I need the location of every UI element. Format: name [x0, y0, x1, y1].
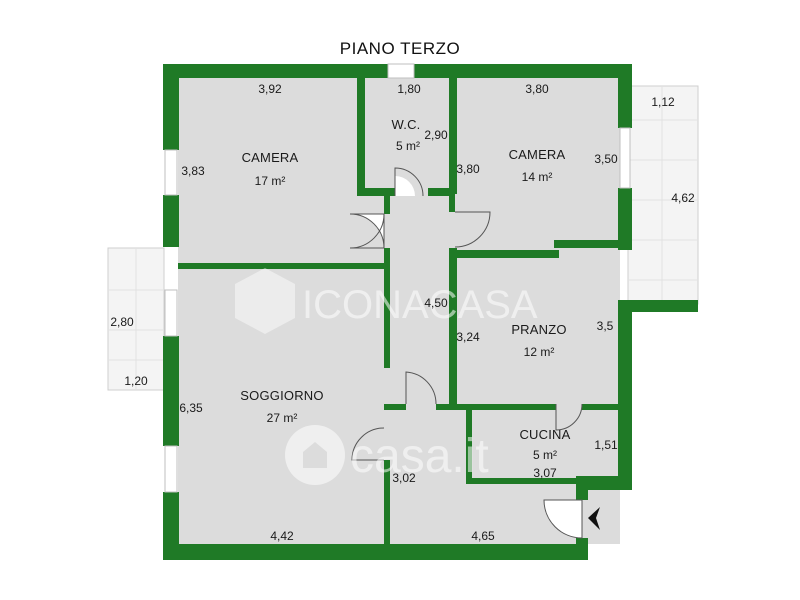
top-window: [387, 63, 415, 79]
watermark-casa-it: casa.it: [285, 425, 489, 485]
watermark-brand2: casa.it: [350, 430, 489, 483]
floor-area: [178, 78, 620, 544]
cube-logo-icon: [235, 268, 295, 334]
room-soggiorno-name: SOGGIORNO: [240, 388, 323, 403]
windows-left: [164, 127, 631, 493]
room-pranzo-area: 12 m²: [524, 345, 555, 359]
room-camera2-area: 14 m²: [522, 170, 553, 184]
room-camera1-name: CAMERA: [242, 150, 299, 165]
room-soggiorno-area: 27 m²: [267, 411, 298, 425]
outer-walls: [163, 64, 698, 560]
room-wc-name: W.C.: [392, 117, 421, 132]
dim-label: 4,42: [270, 529, 294, 543]
room-camera2-name: CAMERA: [509, 147, 566, 162]
room-cucina-name: CUCINA: [519, 427, 570, 442]
room-pranzo-name: PRANZO: [511, 322, 566, 337]
dim-label: 3,5: [597, 319, 614, 333]
dim-label: 3,92: [258, 82, 282, 96]
dim-label: 4,62: [671, 191, 695, 205]
plan-title: PIANO TERZO: [340, 39, 460, 58]
doors: [349, 167, 583, 539]
interior-walls: [178, 78, 622, 544]
dim-label: 3,80: [456, 162, 480, 176]
dim-label: 3,07: [533, 466, 557, 480]
dim-label: 4,50: [424, 296, 448, 310]
dim-label: 6,35: [179, 401, 203, 415]
room-camera1-area: 17 m²: [255, 174, 286, 188]
terrace-right: [627, 85, 699, 305]
dim-label: 3,80: [525, 82, 549, 96]
dim-label: 2,90: [424, 128, 448, 142]
dim-label: 3,24: [456, 330, 480, 344]
dim-label: 1,80: [397, 82, 421, 96]
dim-label: 4,65: [471, 529, 495, 543]
watermark-iconacasa: ICONACASA: [235, 268, 538, 334]
dim-label: 1,51: [594, 438, 618, 452]
dim-label: 1,20: [124, 374, 148, 388]
room-wc-area: 5 m²: [396, 139, 420, 153]
dim-label: 3,83: [181, 164, 205, 178]
room-cucina-area: 5 m²: [533, 448, 557, 462]
watermark-brand1: ICONACASA: [302, 283, 538, 327]
dim-label: 3,50: [594, 152, 618, 166]
dim-label: 1,12: [651, 95, 675, 109]
dim-label: 3,02: [392, 471, 416, 485]
dim-label: 2,80: [110, 315, 134, 329]
entrance-arrow-icon: [588, 507, 600, 530]
